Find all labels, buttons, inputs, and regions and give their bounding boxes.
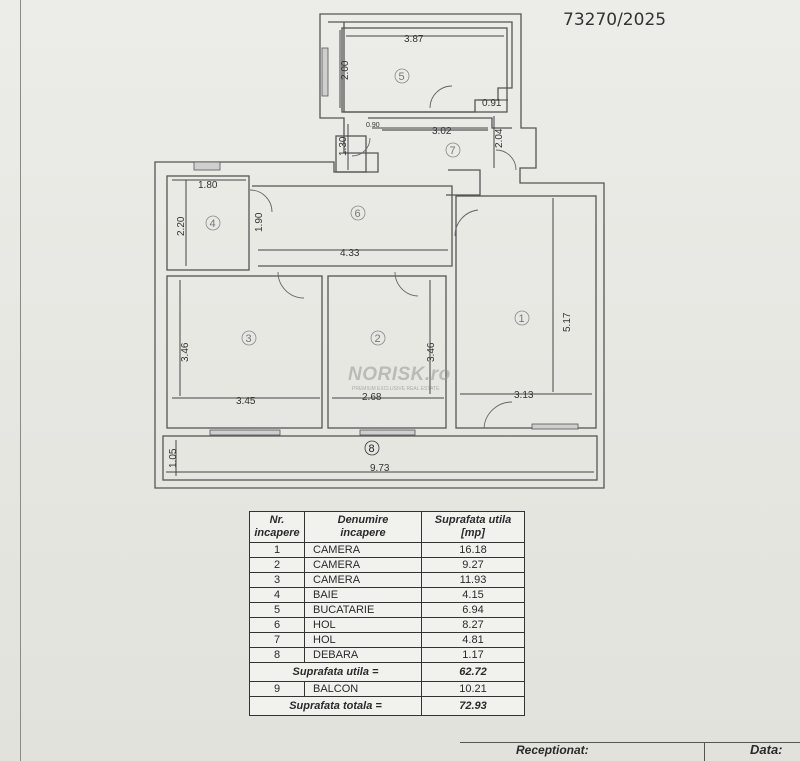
room-number-7: 7 [450, 145, 456, 157]
floor-plan: 3.87 2.00 0.91 3.02 2.04 1.30 0.90 1.80 … [154, 13, 605, 489]
door [277, 271, 305, 299]
useful-area-value: 62.72 [421, 662, 525, 682]
balcony [162, 435, 598, 481]
header-area: Suprafata utila[mp] [421, 511, 525, 543]
room-1 [455, 195, 597, 429]
room-number-2: 2 [375, 333, 381, 345]
footer-separator [704, 742, 705, 761]
dim-balcony-width: 9.73 [370, 463, 390, 474]
dim-hall7-width: 3.02 [432, 126, 452, 137]
door [394, 271, 419, 297]
total-area-row: Suprafata totala = 72.93 [249, 696, 525, 716]
date-label: Data: [750, 742, 783, 757]
window [359, 429, 416, 436]
dim-bath-door: 1.90 [254, 212, 265, 232]
margin-line [20, 0, 21, 761]
room-number-8: 8 [369, 443, 375, 455]
door [429, 85, 453, 109]
dim-room2-depth: 3.46 [426, 342, 437, 362]
room-number-6: 6 [355, 208, 361, 220]
dim-bath-width: 1.80 [198, 180, 218, 191]
document-number: 73270/2025 [563, 10, 667, 30]
watermark-brand: NORISK.ro [348, 364, 451, 385]
dim-room1-width: 3.13 [514, 390, 534, 401]
outer-wall [154, 13, 605, 489]
dim-balcony-depth: 1.05 [168, 448, 179, 468]
door [351, 137, 371, 157]
door [454, 209, 479, 237]
room-number-3: 3 [246, 333, 252, 345]
total-area-label: Suprafata totala = [249, 696, 422, 716]
room-number-5: 5 [399, 71, 405, 83]
bath-room [166, 175, 250, 271]
dim-small-width: 0.91 [482, 98, 502, 109]
window [321, 47, 329, 97]
dim-room3-depth: 3.46 [180, 342, 191, 362]
kitchen-room [341, 27, 508, 113]
room-2 [327, 275, 447, 429]
window [531, 423, 579, 430]
door [483, 401, 513, 429]
dim-hall6-width: 4.33 [340, 248, 360, 259]
header-nr: Nr.incapere [249, 511, 305, 543]
received-label: Receptionat: [516, 743, 589, 757]
dim-kitchen-width: 3.87 [404, 34, 424, 45]
useful-area-label: Suprafata utila = [249, 662, 422, 682]
dim-hall7-side: 2.04 [494, 128, 505, 148]
door [495, 149, 517, 171]
room-number-1: 1 [519, 313, 525, 325]
closet-room [335, 135, 367, 173]
window [193, 161, 221, 171]
dim-room3-width: 3.45 [236, 396, 256, 407]
door [249, 189, 273, 213]
balcony-row: 9 BALCON 10.21 [249, 681, 525, 697]
dim-room2-width: 2.68 [362, 392, 382, 403]
dim-room1-depth: 5.17 [562, 312, 573, 332]
dim-closet-width: 0.90 [366, 122, 380, 129]
room-3 [166, 275, 323, 429]
useful-area-row: Suprafata utila = 62.72 [249, 662, 525, 682]
dim-bath-depth: 2.20 [176, 216, 187, 236]
room-number-4: 4 [210, 218, 216, 230]
dim-kitchen-depth: 2.00 [340, 60, 351, 80]
window [209, 429, 281, 436]
footer-divider [460, 742, 800, 743]
total-area-value: 72.93 [421, 696, 525, 716]
dim-closet-depth: 1.30 [338, 136, 349, 156]
watermark-tagline: PREMIUM EXCLUSIVE REAL ESTATE [352, 386, 440, 392]
